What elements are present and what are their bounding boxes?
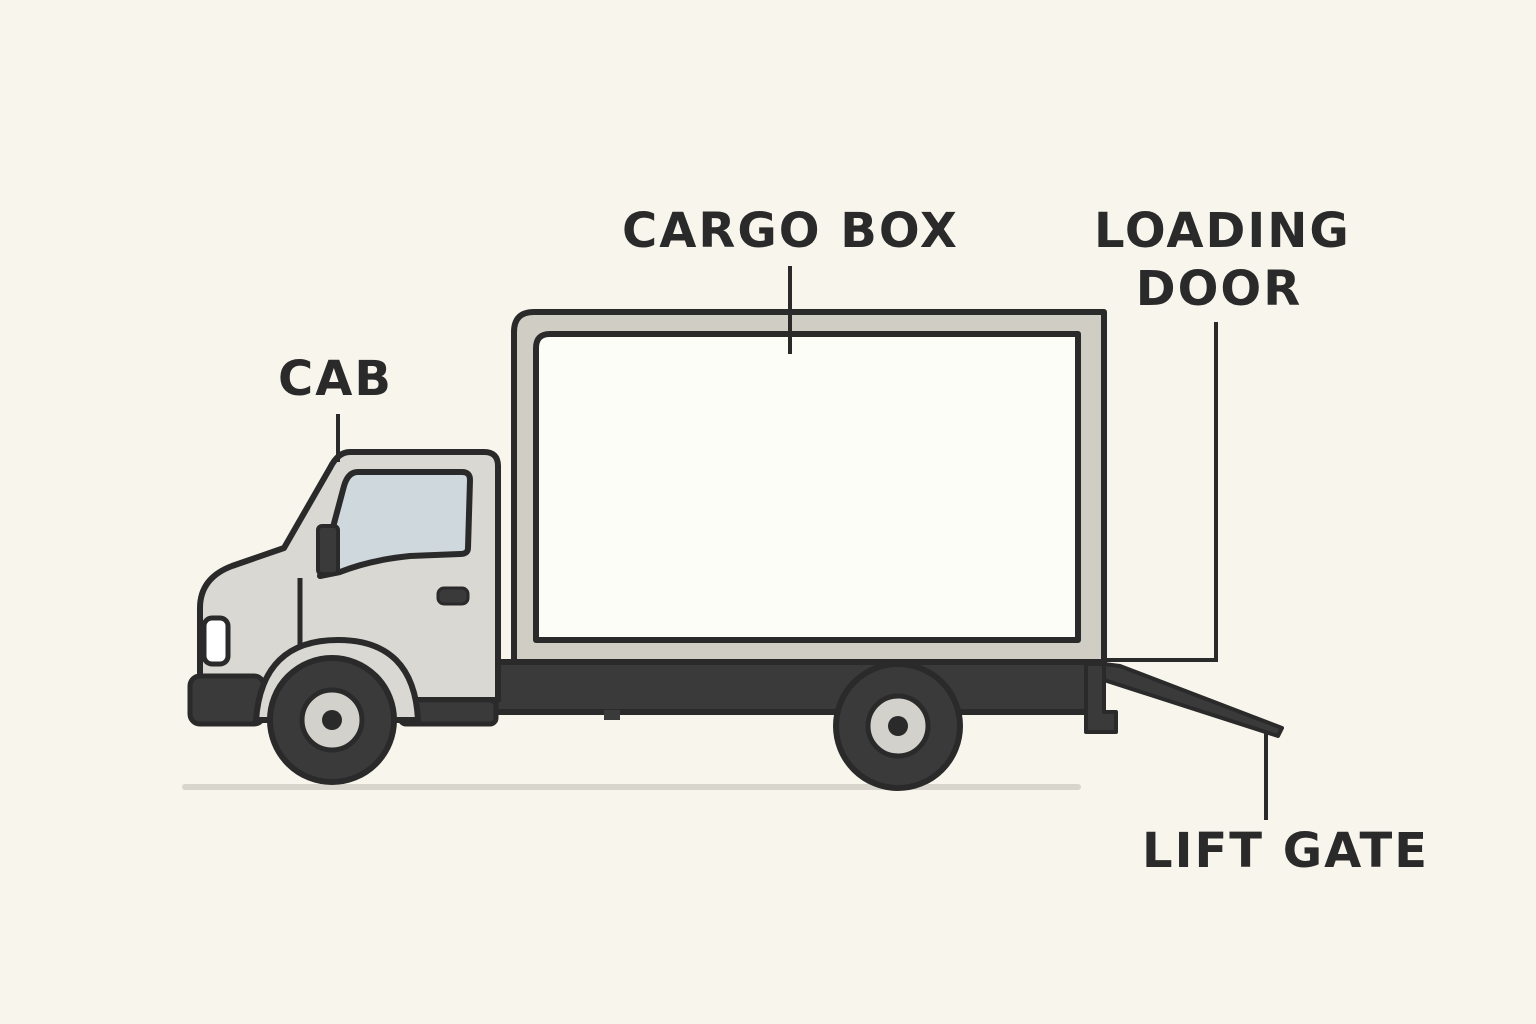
cargo-box-panel	[533, 331, 1081, 643]
headlight	[201, 615, 231, 667]
loading-door-label-line1: LOADING	[1094, 203, 1351, 259]
side-mirror	[316, 524, 340, 576]
loading-door-leader-line	[1104, 322, 1218, 662]
front-bumper	[187, 673, 267, 727]
chassis-rail	[467, 659, 1093, 715]
rear-wheel-center	[888, 716, 908, 736]
cab-label: CAB	[278, 351, 393, 407]
cargo-box-label: CARGO BOX	[622, 203, 959, 259]
chassis-bracket	[604, 710, 620, 720]
door-handle	[436, 586, 470, 606]
cab-window	[317, 469, 473, 579]
lift-gate-label: LIFT GATE	[1142, 823, 1430, 879]
loading-door-label: LOADING DOOR	[1094, 202, 1351, 318]
lift-gate-ramp	[1102, 662, 1284, 738]
loading-door-label-line2: DOOR	[1135, 261, 1303, 317]
front-wheel-center	[322, 710, 342, 730]
